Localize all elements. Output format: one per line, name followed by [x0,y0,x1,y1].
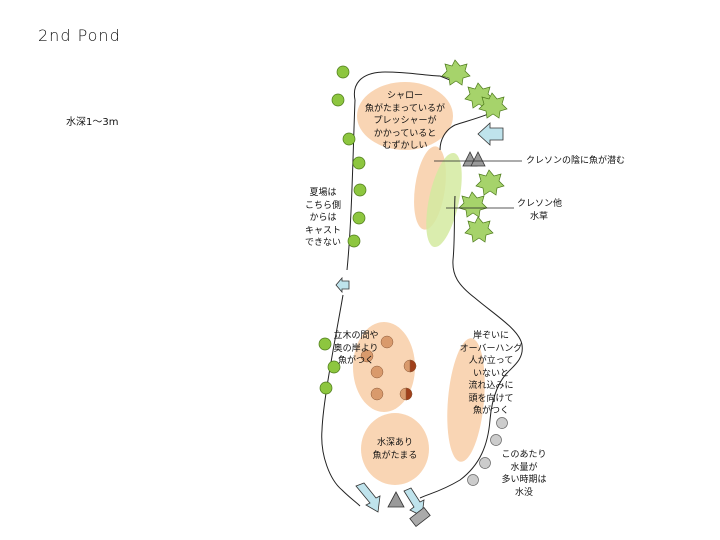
deep-zone [361,413,429,485]
stumps [360,335,417,401]
label-cress-grass: クレソン他 水草 [517,199,563,222]
label-summer-cast: 夏場は こちら側 からは キャスト できない [304,188,341,248]
trees-zone [353,322,415,412]
label-deep-spot: 水深あり 魚がたまる [372,438,418,461]
cress-zone-green [426,152,462,248]
outlet-pipe [409,506,431,528]
label-shallow-pressure: シャロー 魚がたまっているが プレッシャーが かかっていると むずかしい [365,91,445,151]
pointer-lines [434,160,522,209]
depth-note: 水深1～3m [66,117,119,128]
small-arrow-left [335,276,350,294]
label-trees-shore: 立木の間や 奥の岸より 魚がつく [333,331,379,366]
page-title: 2nd Pond [38,26,121,45]
cress-bushes [441,59,508,243]
flow-arrows [335,122,504,517]
overhang-zone [447,338,485,462]
inflow-arrow-right [477,122,504,146]
shallow-zone [357,82,453,150]
label-flood-area: このあたり 水量が 多い時期は 水没 [501,450,547,498]
outflow-arrow-bottom-left [355,482,381,513]
label-overhang: 岸ぞいに オーバーハング 人が立って いないと 流れ込みに 頭を向けて 魚がつく [459,331,523,416]
label-cress-shade: クレソンの陰に魚が潜む [526,156,626,166]
triangle-markers [387,151,486,508]
shore-trees [318,65,367,395]
bank-stones [467,417,508,486]
pond-shoreline-left [321,71,451,507]
